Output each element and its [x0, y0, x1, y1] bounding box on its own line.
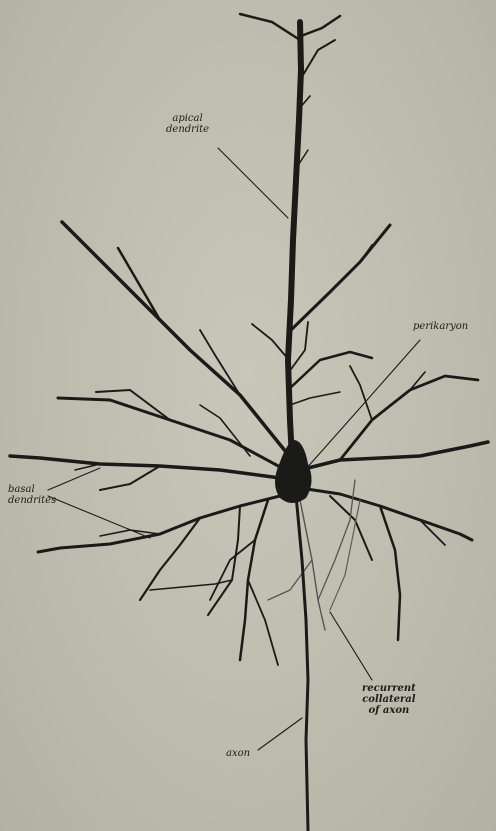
perikaryon	[275, 440, 312, 503]
label-basal-dendrites: basal dendrites	[8, 484, 56, 506]
apical-dendrite	[288, 22, 301, 478]
label-recurrent-collateral: recurrent collateral of axon	[362, 683, 416, 716]
label-axon: axon	[226, 748, 250, 759]
axon	[296, 495, 308, 831]
label-apical-dendrite: apical dendrite	[166, 113, 209, 135]
label-perikaryon: perikaryon	[413, 321, 468, 332]
